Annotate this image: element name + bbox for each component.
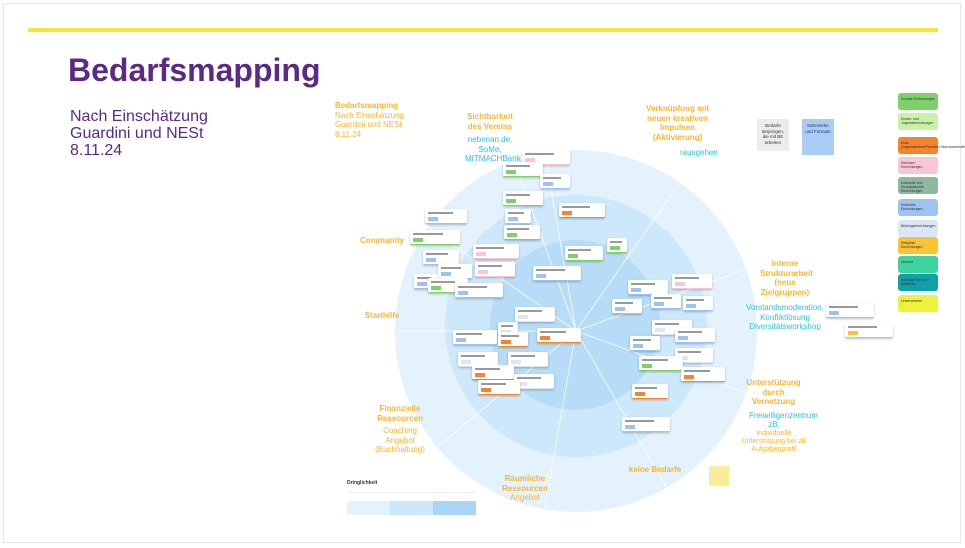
legend-item: Sonstige Vereine / Initiativen [898,274,938,291]
sticky-card[interactable] [505,209,531,224]
label-community: Community [360,236,404,245]
urgency-swatch-mid [390,501,433,515]
sector-line [575,330,667,488]
legend-item: Religiöse Einrichtungen [898,237,938,254]
note-blue: Netzwerke und Formate [802,119,834,155]
sector-line [544,330,577,509]
sticky-card[interactable] [423,250,459,265]
sticky-card[interactable] [607,238,627,253]
label-sichtbarkeit: Sichtbarkeit des Vereins nebenan.de, SoMe… [460,112,521,164]
sticky-card[interactable] [612,299,642,314]
unterstuetzung-note2: individuelle Unterstützung bei zB Aufgab… [741,429,807,453]
page-title: Bedarfsmapping [68,52,321,88]
verknuepfung-note: rausgehen [680,148,718,157]
sticky-card[interactable] [826,303,874,318]
dringlichkeit-label: Dringlichkeit [347,480,378,486]
unterstuetzung-title: Unterstützung durch Vernetzung [746,378,801,406]
sticky-card[interactable] [651,294,681,309]
slide-frame [3,3,961,543]
sticky-card[interactable] [683,296,713,311]
legend-item: Senioren Einrichtungen [898,157,938,174]
sticky-card[interactable] [565,246,603,261]
sticky-card[interactable] [628,280,668,295]
legend-item: Unternehmen [898,295,938,312]
label-starthilfe: Starthilfe [364,311,400,320]
legend-item: Kinder- und Jugendeinrichtungen [898,113,938,130]
sector-line [514,161,577,332]
sticky-card[interactable] [508,352,548,367]
sticky-card[interactable] [455,283,503,298]
raeumliche-note: Angebot [510,493,540,502]
label-interne: interne Strukturarbeit (neue Zielgruppen… [745,259,825,332]
interne-note: Vorstandsmoderation, Konfliktlösung Dive… [746,303,824,331]
legend-item: Kitas (Jugendzentren/Familien-/Nachbarsc… [898,137,965,154]
sticky-card[interactable] [540,174,570,189]
label-verknuepfung: Verknüpfung mit neuen kreativen Impulsen… [640,104,718,158]
sticky-card[interactable] [503,162,543,177]
sticky-card[interactable] [475,262,515,277]
unterstuetzung-note: Freiwilligenzentrum zB. [749,410,818,430]
sticky-card[interactable] [498,332,528,347]
sticky-card[interactable] [675,328,715,343]
urgency-swatch-high [433,501,476,515]
sticky-card[interactable] [533,266,581,281]
sticky-card[interactable] [522,150,570,165]
sticky-card[interactable] [438,264,472,279]
sticky-card[interactable] [472,365,514,380]
sticky-card[interactable] [537,328,581,343]
header-lines: Nach Einschätzung Guardini und NESt [335,110,404,130]
sticky-card[interactable] [675,348,713,363]
sticky-card[interactable] [559,203,605,218]
finanzielle-note: Coaching Angebot (Buchhaltung) [375,426,425,454]
sticky-card[interactable] [639,356,683,371]
finanzielle-title: Finanzielle Ressourcen [377,404,423,423]
sticky-card[interactable] [514,374,554,389]
sticky-card[interactable] [504,225,540,240]
sticky-card[interactable] [478,380,520,395]
legend-item: Kulturelle und Soziokulturelle Einrichtu… [898,177,938,194]
dringlichkeit-divider [347,492,477,493]
note-grey: Bedarfe derjenigen, die mit BE arbeiten [757,119,789,151]
sector-line [575,183,680,332]
sticky-card[interactable] [453,330,497,345]
sticky-card[interactable] [503,191,543,206]
sticky-card[interactable] [473,244,519,259]
sticky-card[interactable] [410,230,460,245]
sichtbarkeit-title: Sichtbarkeit des Vereins [467,112,513,131]
sticky-card[interactable] [515,307,555,322]
legend-item: Umwelt [898,256,938,273]
note-yellow [709,466,729,486]
header-title: Bedarfsmapping [335,101,399,110]
sticky-card[interactable] [681,367,725,382]
sichtbarkeit-note: nebenan.de, SoMe, MITMACHBank [465,135,521,163]
legend-item: Soziale Einrichtungen [898,93,938,110]
label-keine: keine Bedarfe [628,465,682,474]
page-subtitle: Nach Einschätzung Guardini und NESt 8.11… [70,108,208,159]
sticky-card[interactable] [425,209,467,224]
sticky-card[interactable] [632,384,668,399]
legend-item: Bildungseinrichtungen [898,220,938,237]
sticky-card[interactable] [672,274,712,289]
accent-bar [28,28,938,32]
legend-item: Kulturelle Einrichtungen [898,199,938,216]
raeumliche-title: Räumliche Ressourcen [502,474,548,493]
verknuepfung-title: Verknüpfung mit neuen kreativen Impulsen… [645,104,710,142]
sticky-card[interactable] [622,417,670,432]
urgency-swatch-low [347,501,390,515]
header-date: 8.11.24 [335,129,362,139]
sticky-card[interactable] [845,323,893,338]
sticky-card[interactable] [630,336,660,351]
interne-title: interne Strukturarbeit (neue Zielgruppen… [760,259,813,297]
